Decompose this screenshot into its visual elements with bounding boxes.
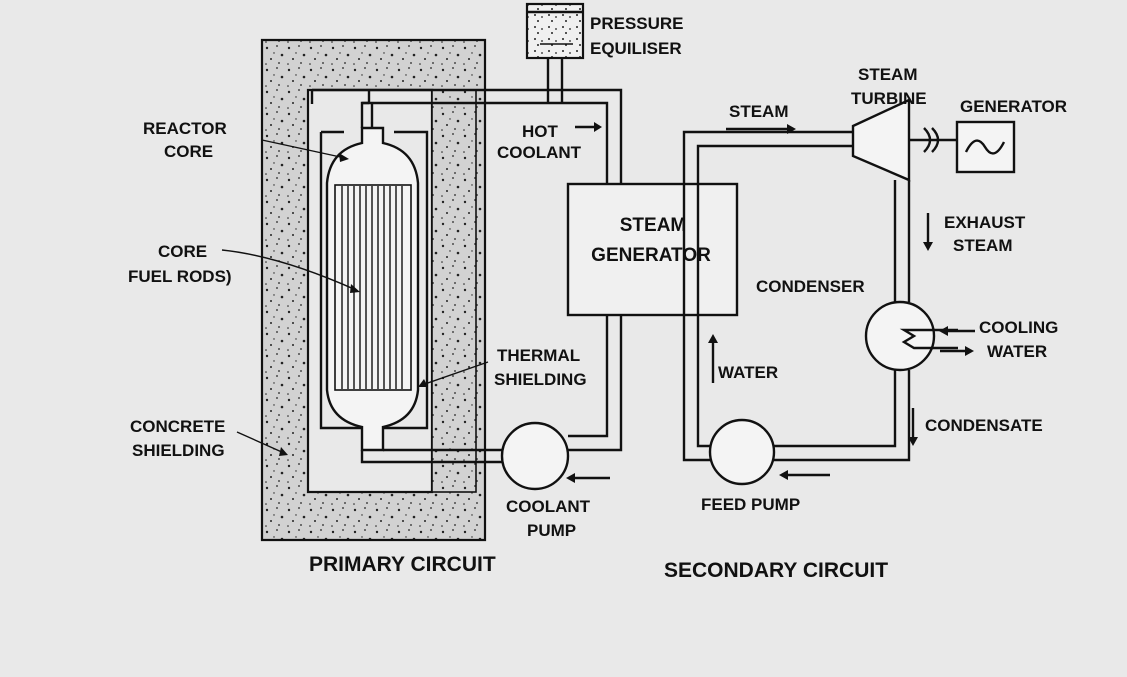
label-exhaust-1: EXHAUST bbox=[944, 213, 1026, 232]
label-hot-1: HOT bbox=[522, 122, 559, 141]
label-core-2: FUEL RODS) bbox=[128, 267, 232, 286]
steam-generator-label-2: GENERATOR bbox=[591, 245, 711, 266]
label-exhaust-2: STEAM bbox=[953, 236, 1013, 255]
label-reactor-1: REACTOR bbox=[143, 119, 227, 138]
label-thermal-1: THERMAL bbox=[497, 346, 580, 365]
label-core-1: CORE bbox=[158, 242, 207, 261]
secondary-circuit-title: SECONDARY CIRCUIT bbox=[664, 559, 888, 582]
thermal-shielding bbox=[431, 89, 477, 493]
label-reactor-2: CORE bbox=[164, 142, 213, 161]
generator-wave-icon bbox=[964, 139, 1006, 155]
steam-turbine bbox=[851, 98, 911, 182]
pressure-pipe bbox=[546, 58, 564, 103]
steam-generator-box bbox=[566, 182, 739, 317]
condenser bbox=[864, 300, 936, 372]
steam-generator-label-1: STEAM bbox=[620, 215, 687, 236]
label-water: WATER bbox=[718, 363, 778, 382]
label-concrete-2: SHIELDING bbox=[132, 441, 225, 460]
label-feed-pump: FEED PUMP bbox=[701, 495, 800, 514]
label-turbine-1: STEAM bbox=[858, 65, 918, 84]
label-generator: GENERATOR bbox=[960, 97, 1067, 116]
label-pressure-1: PRESSURE bbox=[590, 14, 684, 33]
condenser-coil-icon bbox=[899, 328, 958, 350]
feed-pump bbox=[708, 418, 776, 486]
label-coolant-pump-1: COOLANT bbox=[506, 497, 591, 516]
label-cooling-2: WATER bbox=[987, 342, 1047, 361]
flow-arrows bbox=[566, 122, 975, 483]
label-cooling-1: COOLING bbox=[979, 318, 1058, 337]
label-condensate: CONDENSATE bbox=[925, 416, 1043, 435]
primary-hot-pipe bbox=[310, 88, 623, 185]
primary-circuit-title: PRIMARY CIRCUIT bbox=[309, 553, 496, 576]
label-condenser: CONDENSER bbox=[756, 277, 865, 296]
label-pressure-2: EQUILISER bbox=[590, 39, 682, 58]
secondary-steam-pipe bbox=[682, 130, 853, 315]
label-steam: STEAM bbox=[729, 102, 789, 121]
secondary-water-pipe bbox=[682, 315, 911, 462]
exhaust-pipe bbox=[893, 180, 911, 302]
label-coolant-pump-2: PUMP bbox=[527, 521, 576, 540]
thermal-liner bbox=[319, 130, 429, 430]
label-concrete-1: CONCRETE bbox=[130, 417, 225, 436]
leader-lines bbox=[221, 43, 573, 456]
label-hot-2: COOLANT bbox=[497, 143, 582, 162]
coolant-pump bbox=[500, 421, 570, 491]
label-turbine-2: TURBINE bbox=[851, 89, 927, 108]
primary-return-pipe bbox=[360, 315, 623, 464]
label-thermal-2: SHIELDING bbox=[494, 370, 587, 389]
